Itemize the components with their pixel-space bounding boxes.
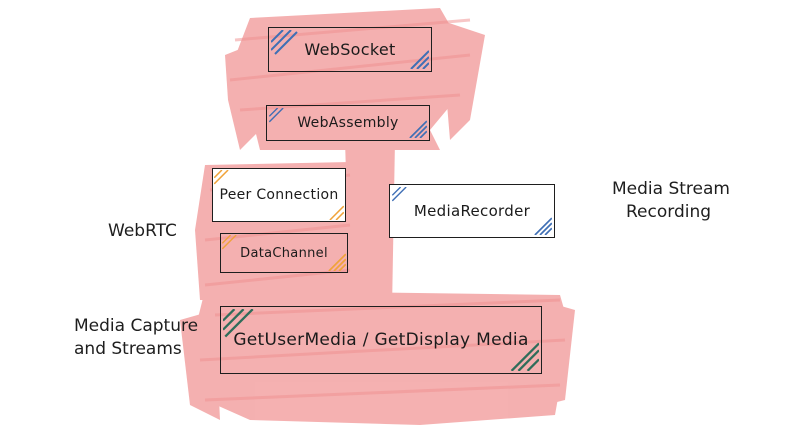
getusermedia-box: GetUserMedia / GetDisplay Media <box>220 306 542 374</box>
blue-hatch-icon <box>410 50 429 69</box>
blue-hatch-icon <box>534 217 552 235</box>
media-recorder-label: MediaRecorder <box>413 202 531 220</box>
orange-hatch-icon <box>328 253 346 271</box>
green-hatch-icon <box>223 309 254 338</box>
media-recorder-box: MediaRecorder <box>389 184 555 238</box>
getusermedia-label: GetUserMedia / GetDisplay Media <box>233 330 529 350</box>
media-stream-recording-line1: Media Stream <box>612 179 730 199</box>
orange-hatch-icon <box>214 170 229 185</box>
media-stream-recording-line2: Recording <box>626 201 712 222</box>
blue-hatch-icon <box>271 30 298 55</box>
blue-hatch-icon <box>409 120 427 138</box>
peer-connection-box: Peer Connection <box>212 168 346 222</box>
data-channel-label: DataChannel <box>240 245 328 261</box>
media-stream-recording-label: Media Stream Recording <box>612 178 730 224</box>
orange-hatch-icon <box>329 205 344 220</box>
green-hatch-icon <box>510 342 539 371</box>
webassembly-box: WebAssembly <box>266 105 430 141</box>
webrtc-label: WebRTC <box>108 221 177 241</box>
websocket-label: WebSocket <box>304 40 396 59</box>
media-capture-line2: and Streams <box>74 338 182 359</box>
blue-hatch-icon <box>392 187 407 202</box>
media-capture-line1: Media Capture <box>74 316 199 336</box>
websocket-box: WebSocket <box>268 27 432 72</box>
orange-hatch-icon <box>222 235 237 250</box>
peer-connection-label: Peer Connection <box>219 187 339 203</box>
blue-hatch-icon <box>269 108 284 123</box>
media-capture-label: Media Capture and Streams <box>74 315 198 361</box>
webassembly-label: WebAssembly <box>297 115 399 131</box>
data-channel-box: DataChannel <box>220 233 348 273</box>
